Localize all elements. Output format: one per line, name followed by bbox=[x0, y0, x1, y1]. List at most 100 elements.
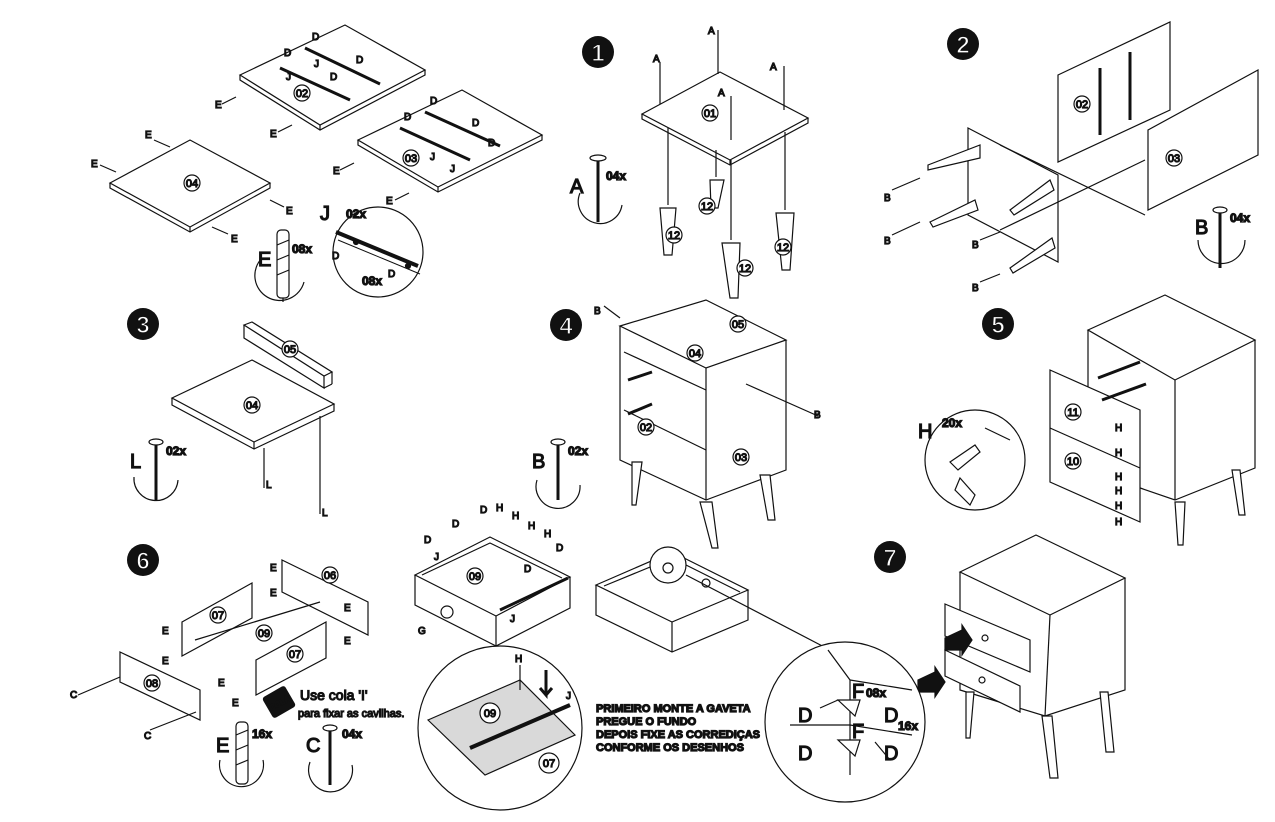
letter-d: D bbox=[472, 118, 479, 129]
letter-b: B bbox=[972, 283, 979, 294]
label-07: 07 bbox=[212, 610, 224, 622]
qty-b: 04x bbox=[1230, 211, 1250, 225]
label-09: 09 bbox=[484, 708, 496, 720]
step-6: 6 06 07 07 09 08 E E E E E E E E C C COL… bbox=[69, 544, 405, 793]
letter-e: E bbox=[232, 698, 239, 709]
letter-d: D bbox=[388, 269, 395, 280]
letter-a-big: A bbox=[570, 176, 584, 198]
panel-04: 04 E E E E bbox=[90, 129, 293, 245]
letter-j: J bbox=[566, 691, 571, 702]
panel-prep-group: 02 D D D D J J E E 03 D D D D J J bbox=[90, 24, 544, 302]
panel-02: 02 D D D D J J E E bbox=[214, 24, 427, 141]
letter-e: E bbox=[386, 196, 393, 207]
letter-h: H bbox=[1115, 501, 1122, 512]
label-05: 05 bbox=[732, 319, 744, 331]
letter-b: B bbox=[884, 193, 891, 204]
letter-e-big: E bbox=[216, 735, 229, 757]
drawer-box bbox=[594, 546, 831, 653]
letter-d-big: D bbox=[884, 743, 898, 765]
letter-j: J bbox=[286, 72, 291, 83]
letter-e: E bbox=[270, 563, 277, 574]
letter-a: A bbox=[653, 54, 660, 65]
letter-h: H bbox=[515, 654, 522, 665]
letter-h: H bbox=[496, 503, 503, 514]
step-4: 4 05 04 02 03 B B B 02x bbox=[531, 299, 822, 549]
letter-a: A bbox=[708, 26, 715, 37]
label-06: 06 bbox=[324, 570, 336, 582]
letter-e: E bbox=[344, 636, 351, 647]
step-1-badge bbox=[582, 36, 614, 68]
letter-c: C bbox=[144, 731, 151, 742]
letter-e-big: E bbox=[258, 249, 271, 271]
label-04: 04 bbox=[186, 178, 198, 190]
label-12: 12 bbox=[668, 230, 680, 242]
step-6-number: 6 bbox=[136, 548, 149, 575]
label-03: 03 bbox=[735, 452, 747, 464]
letter-e: E bbox=[270, 129, 277, 140]
letter-d-big: D bbox=[798, 705, 812, 727]
letter-b-big: B bbox=[532, 451, 545, 473]
letter-d-big: D bbox=[884, 705, 898, 727]
letter-b: B bbox=[594, 306, 601, 317]
label-03: 03 bbox=[1168, 153, 1180, 165]
label-12: 12 bbox=[739, 263, 751, 275]
letter-h: H bbox=[1115, 472, 1122, 483]
letter-h: H bbox=[544, 529, 551, 540]
drawer-slide-assembly: 09 G D D D H H H H D D J J 09 07 H J PRI… bbox=[413, 502, 761, 811]
step-2: 2 02 03 B B B B B 04x bbox=[883, 21, 1259, 295]
step-3: 3 05 04 L L L 02x bbox=[127, 308, 336, 520]
letter-e: E bbox=[344, 603, 351, 614]
label-02: 02 bbox=[296, 88, 308, 100]
step-3-number: 3 bbox=[136, 312, 149, 339]
label-08: 08 bbox=[146, 678, 158, 690]
letter-h: H bbox=[1115, 423, 1122, 434]
letter-a: A bbox=[718, 88, 725, 99]
letter-d: D bbox=[480, 505, 487, 516]
dowel-e-callout: E 08x bbox=[254, 229, 313, 302]
letter-e: E bbox=[333, 166, 340, 177]
glue-note-title: Use cola 'I' bbox=[300, 687, 368, 703]
qty-b: 02x bbox=[568, 444, 588, 458]
letter-h: H bbox=[1115, 486, 1122, 497]
letter-d: D bbox=[452, 519, 459, 530]
letter-l-big: L bbox=[130, 451, 141, 473]
instruction-2: PREGUE O FUNDO bbox=[596, 716, 697, 728]
letter-d: D bbox=[330, 72, 337, 83]
step-5-badge bbox=[982, 308, 1014, 340]
letter-h: H bbox=[1115, 448, 1122, 459]
letter-f-big: F bbox=[852, 681, 864, 703]
letter-l: L bbox=[322, 508, 328, 519]
step-7-number: 7 bbox=[883, 545, 896, 572]
letter-j: J bbox=[314, 59, 319, 70]
letter-d: D bbox=[312, 32, 319, 43]
label-12: 12 bbox=[777, 242, 789, 254]
instruction-4: CONFORME OS DESENHOS bbox=[596, 742, 744, 754]
letter-e: E bbox=[91, 159, 98, 170]
label-04: 04 bbox=[246, 400, 258, 412]
qty-f: 08x bbox=[866, 686, 886, 700]
label-10: 10 bbox=[1067, 456, 1079, 468]
letter-e: E bbox=[162, 656, 169, 667]
label-02: 02 bbox=[1076, 99, 1088, 111]
letter-d: D bbox=[332, 251, 339, 262]
letter-a: A bbox=[770, 62, 777, 73]
qty-c: 04x bbox=[342, 727, 362, 741]
label-04: 04 bbox=[689, 348, 701, 360]
slide-j-callout: J 02x D D 08x bbox=[319, 202, 424, 298]
step-4-badge bbox=[550, 309, 582, 341]
instruction-1: PRIMEIRO MONTE A GAVETA bbox=[596, 703, 751, 715]
label-11: 11 bbox=[1067, 407, 1078, 419]
qty-e: 08x bbox=[292, 242, 312, 256]
label-05: 05 bbox=[284, 344, 296, 356]
letter-d: D bbox=[356, 55, 363, 66]
letter-g: G bbox=[418, 626, 426, 637]
letter-d: D bbox=[404, 112, 411, 123]
qty-h: 20x bbox=[942, 416, 962, 430]
letter-f-big: F bbox=[852, 721, 864, 743]
letter-h: H bbox=[512, 511, 519, 522]
step-5: 5 11 10 H H H H H H H 20x bbox=[917, 294, 1257, 546]
step-2-number: 2 bbox=[956, 32, 969, 59]
label-09: 09 bbox=[469, 571, 481, 583]
letter-e: E bbox=[218, 678, 225, 689]
